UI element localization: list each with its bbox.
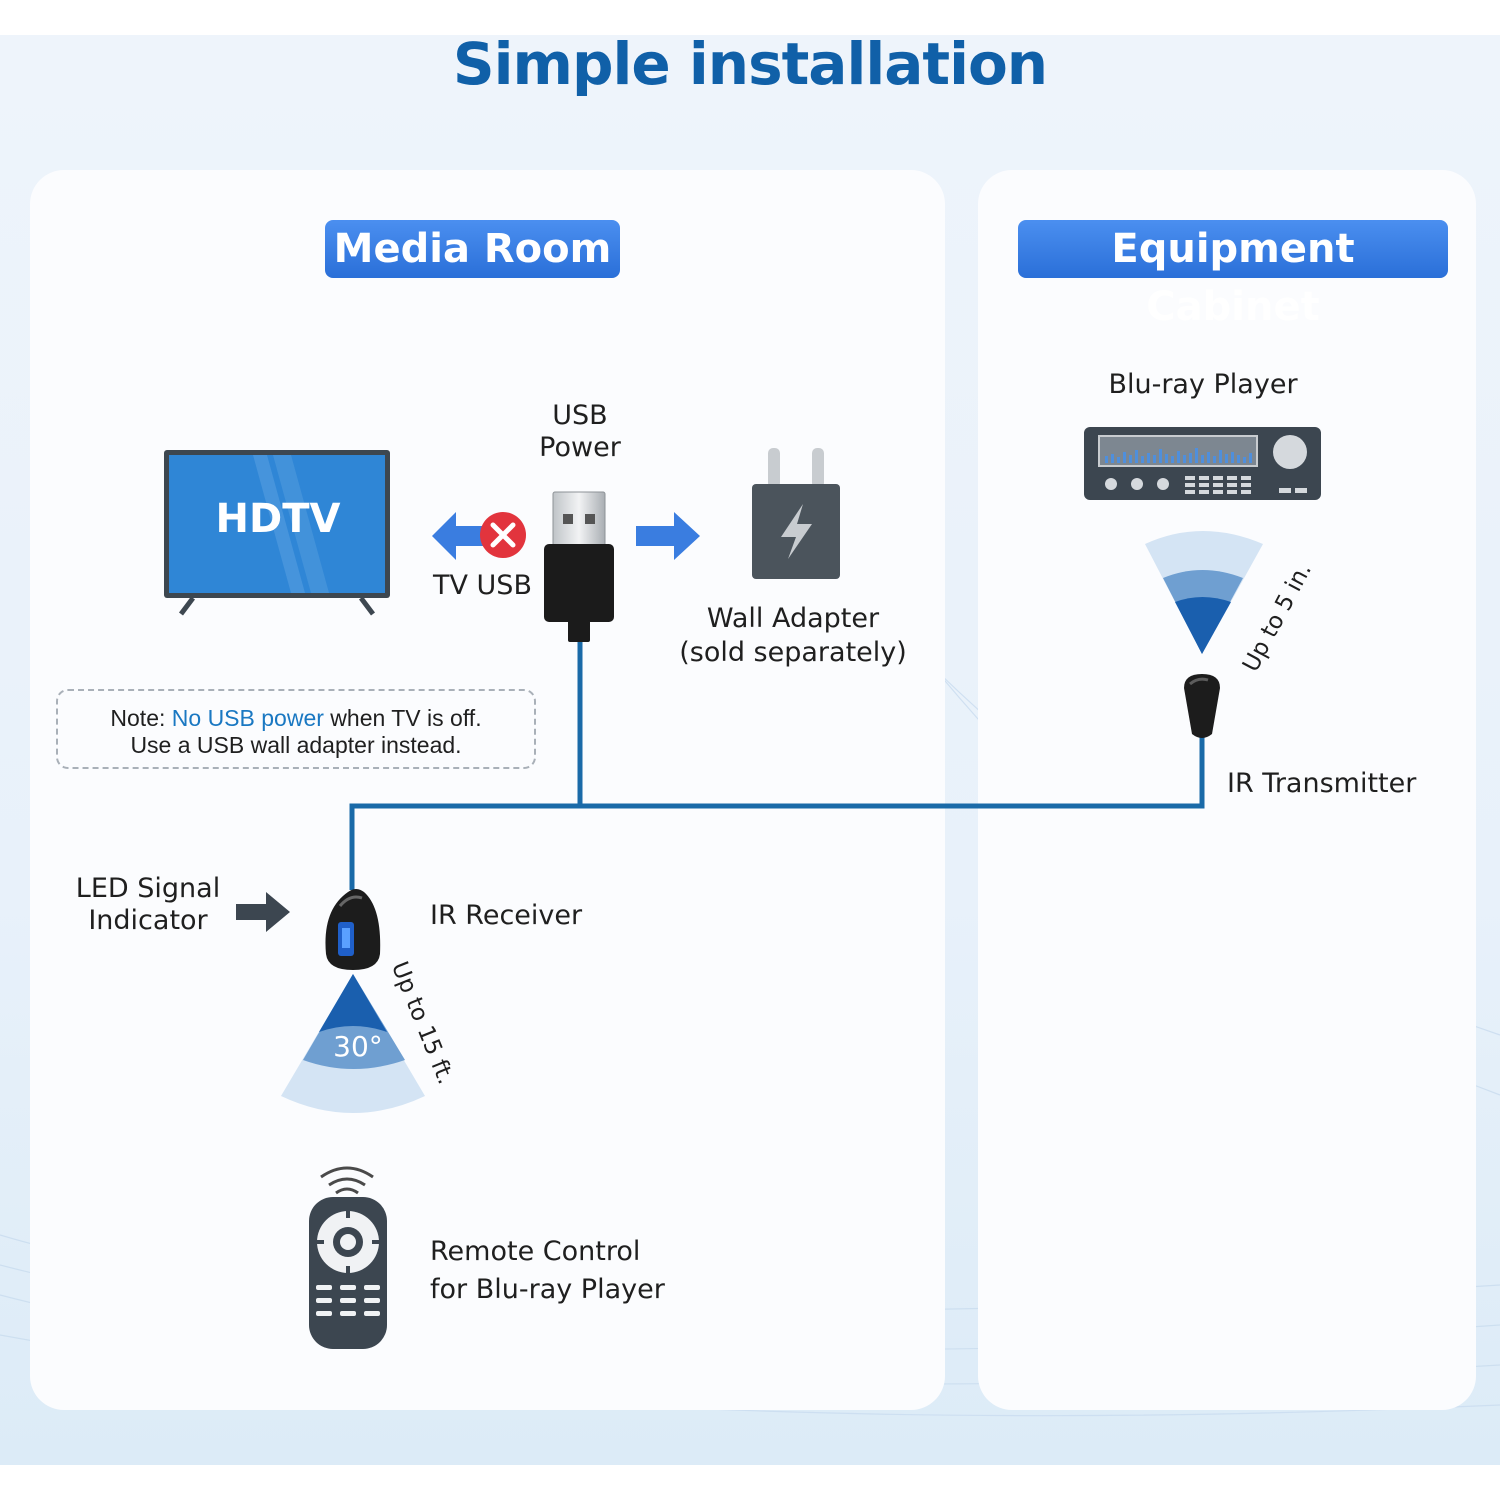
page-title: Simple installation xyxy=(452,30,1048,98)
ir-transmitter-icon xyxy=(1184,674,1220,738)
tv-usb-label: TV USB xyxy=(433,570,532,601)
arrow-right-icon xyxy=(636,512,700,560)
ir-receiver-label: IR Receiver xyxy=(430,900,583,931)
arrow-right-dark-icon xyxy=(236,892,290,932)
note-highlight: No USB power xyxy=(171,705,324,731)
note-line2: Use a USB wall adapter instead. xyxy=(130,732,462,758)
wall-adapter-label-line1: Wall Adapter xyxy=(706,603,880,634)
arrow-left-icon xyxy=(432,512,490,560)
tv-icon xyxy=(164,450,390,616)
wall-adapter-icon xyxy=(752,448,840,579)
tv-label: HDTV xyxy=(215,496,341,542)
equipment-cabinet-header: Equipment Cabinet xyxy=(1018,220,1448,330)
equipment-cabinet-panel xyxy=(978,170,1476,1410)
usb-power-label-line1: USB xyxy=(552,400,608,431)
note-prefix: Note: xyxy=(110,705,172,731)
usb-plug-icon xyxy=(544,491,614,642)
transmitter-beam-icon xyxy=(1145,531,1263,654)
wall-adapter-label-line2: (sold separately) xyxy=(679,637,907,668)
note-suffix: when TV is off. xyxy=(323,705,482,731)
media-room-panel xyxy=(30,170,945,1410)
usb-power-label-line2: Power xyxy=(539,432,621,463)
remote-label-line1: Remote Control xyxy=(430,1236,641,1267)
led-indicator-label-line1: LED Signal xyxy=(75,873,221,904)
bluray-label: Blu-ray Player xyxy=(1108,369,1298,400)
receiver-beam-icon xyxy=(281,974,425,1113)
remote-control-icon xyxy=(309,1166,387,1349)
media-room-header: Media Room xyxy=(325,220,620,278)
error-x-icon xyxy=(480,512,526,558)
ir-transmitter-label: IR Transmitter xyxy=(1227,768,1417,799)
usb-power-note: Note: No USB power when TV is off. Use a… xyxy=(56,689,536,769)
remote-label-line2: for Blu-ray Player xyxy=(430,1274,665,1305)
ir-receiver-icon xyxy=(325,889,381,970)
receiver-angle-label: 30° xyxy=(333,1030,383,1063)
led-indicator-label-line2: Indicator xyxy=(88,905,208,936)
bluray-player-icon xyxy=(1084,427,1321,500)
